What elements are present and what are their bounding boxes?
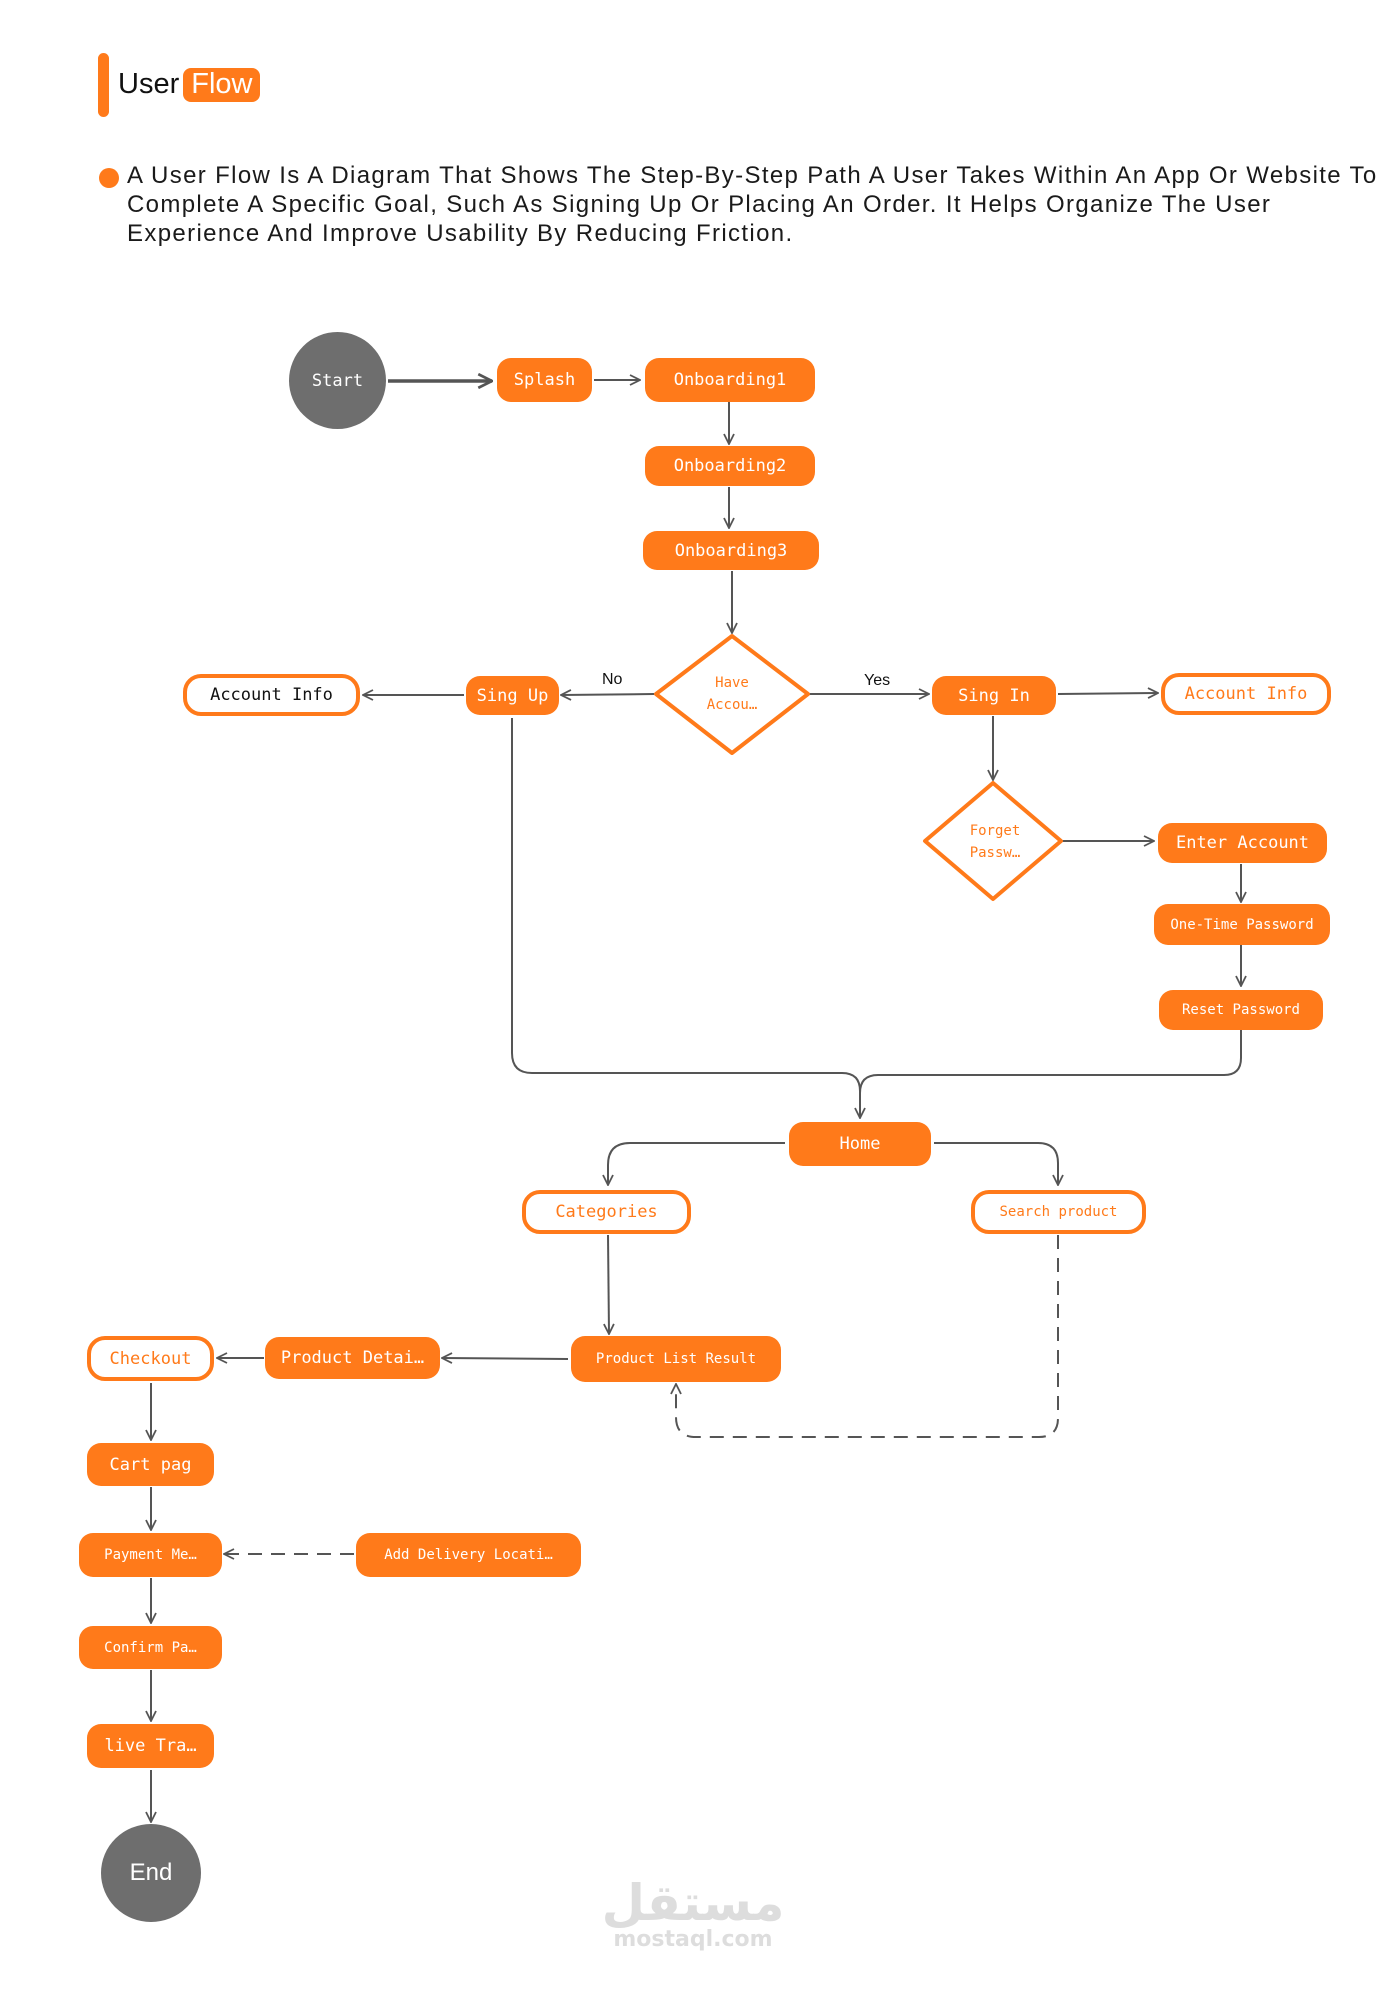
end-node[interactable]: End: [101, 1824, 201, 1922]
payment-method-node[interactable]: Payment Me…: [79, 1533, 222, 1577]
edge-label-yes: Yes: [864, 672, 891, 689]
checkout-node[interactable]: Checkout: [87, 1336, 214, 1381]
confirm-payment-node[interactable]: Confirm Pa…: [79, 1626, 222, 1669]
watermark-arabic: مستقل: [602, 1874, 785, 1932]
add-delivery-location-node[interactable]: Add Delivery Locati…: [356, 1533, 581, 1577]
mostaql-watermark: مستقل mostaql.com: [602, 1874, 785, 1952]
enter-account-node[interactable]: Enter Account: [1158, 823, 1327, 863]
title-word: User: [118, 68, 180, 100]
watermark-site: mostaql.com: [613, 1927, 772, 1952]
edge-signin-accountinfo: [1057, 693, 1158, 694]
edge-categories-productlist: [608, 1234, 609, 1334]
product-details-node[interactable]: Product Detai…: [265, 1337, 440, 1379]
title-accent-bar: [98, 53, 109, 117]
edge-decision-signup: [561, 694, 655, 695]
bullet-dot: [99, 168, 119, 188]
search-product-node[interactable]: Search product: [971, 1190, 1146, 1234]
cart-page-node[interactable]: Cart pag: [87, 1443, 214, 1486]
sign-up-node[interactable]: Sing Up: [466, 676, 559, 715]
live-tracking-node[interactable]: live Tra…: [87, 1724, 214, 1768]
account-info-right-node[interactable]: Account Info: [1161, 673, 1331, 715]
categories-node[interactable]: Categories: [522, 1190, 691, 1234]
sign-in-node[interactable]: Sing In: [932, 676, 1056, 715]
product-list-result-node[interactable]: Product List Result: [571, 1336, 781, 1382]
edge-home-categories: [608, 1142, 785, 1185]
edge-reset-home: [859, 1030, 1242, 1094]
otp-node[interactable]: One-Time Password: [1154, 904, 1330, 945]
start-node[interactable]: Start: [289, 332, 386, 429]
have-account-label: Have Accou…: [706, 675, 758, 713]
edge-home-search: [934, 1142, 1058, 1185]
reset-password-node[interactable]: Reset Password: [1159, 990, 1323, 1030]
onboarding2-node[interactable]: Onboarding2: [645, 446, 815, 486]
forget-password-label: Forget Passw…: [969, 823, 1021, 861]
onboarding1-node[interactable]: Onboarding1: [645, 358, 815, 402]
edge-search-productlist: [676, 1235, 1059, 1438]
home-node[interactable]: Home: [789, 1122, 931, 1166]
edge-productlist-productdetails: [442, 1358, 569, 1359]
onboarding3-node[interactable]: Onboarding3: [643, 531, 819, 570]
title-highlight: Flow: [183, 68, 261, 102]
splash-node[interactable]: Splash: [497, 358, 592, 402]
edge-label-no: No: [602, 671, 623, 688]
description-text: A User Flow Is A Diagram That Shows The …: [127, 162, 1378, 247]
account-info-left-node[interactable]: Account Info: [183, 674, 360, 716]
edge-signup-home: [511, 718, 860, 1118]
decision-have-account-shape: [654, 634, 810, 755]
decision-forget-password-shape: [923, 781, 1063, 901]
